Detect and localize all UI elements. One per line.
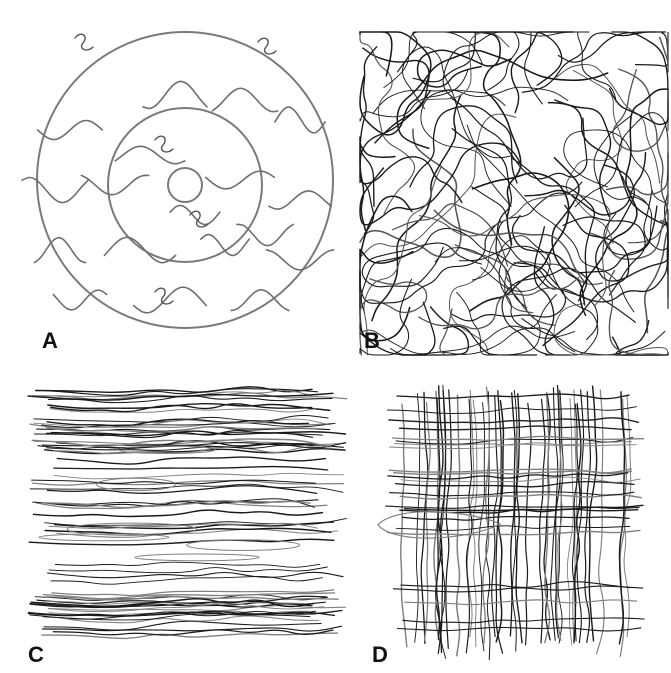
panel-label-b: B xyxy=(364,328,380,353)
panel-label-a: A xyxy=(42,328,58,353)
panel-label-d: D xyxy=(372,642,388,667)
panel-label-c: C xyxy=(28,642,44,667)
